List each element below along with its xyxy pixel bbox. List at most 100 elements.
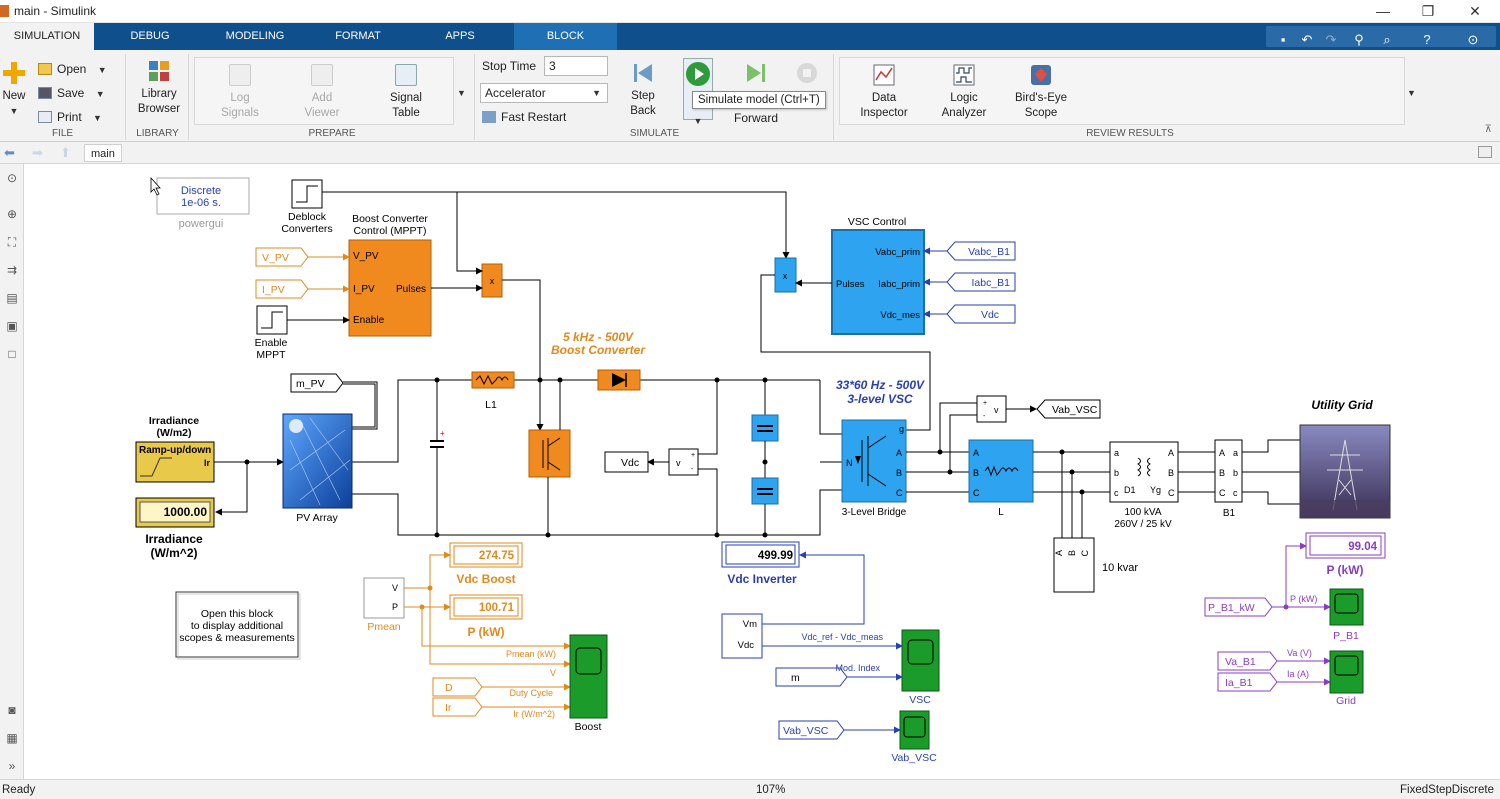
fast-restart-button[interactable]: Fast Restart: [482, 110, 566, 124]
vdc-voltage-measurement[interactable]: [668, 448, 699, 476]
vdc-inverter-value: 499.99: [758, 550, 793, 562]
from-vdc-tag[interactable]: [946, 304, 1016, 324]
tab-block[interactable]: BLOCK: [514, 23, 617, 50]
powergui-block[interactable]: [156, 177, 250, 215]
undo-icon[interactable]: ↶: [1301, 32, 1313, 47]
dc-capacitor-top[interactable]: [751, 414, 779, 442]
add-viewer-button[interactable]: Add Viewer: [292, 64, 352, 121]
transformer-block[interactable]: [1109, 441, 1179, 503]
stop-time-input[interactable]: 3: [544, 56, 608, 76]
from-va-b1-tag[interactable]: [1217, 651, 1278, 671]
tab-simulation[interactable]: SIMULATION: [0, 23, 94, 50]
l-filter-block[interactable]: [968, 439, 1034, 503]
signal-table-button[interactable]: Signal Table: [376, 64, 436, 121]
minimize-button[interactable]: —: [1376, 3, 1390, 19]
from-d-tag[interactable]: [432, 677, 483, 697]
goto-vab-vsc-tag[interactable]: [1036, 399, 1101, 419]
help-tools-icon[interactable]: ⌕: [1383, 32, 1391, 47]
screenshot-icon[interactable]: ◙: [8, 703, 16, 717]
area-icon[interactable]: □: [8, 347, 16, 361]
image-icon[interactable]: ▣: [6, 319, 18, 333]
prepare-gallery-dropdown[interactable]: ▼: [457, 88, 466, 98]
search-icon[interactable]: ⚲: [1354, 32, 1364, 47]
from-m-tag[interactable]: [775, 667, 848, 687]
birds-eye-scope-button[interactable]: Bird's-Eye Scope: [1013, 64, 1069, 121]
breadcrumb[interactable]: main: [84, 144, 122, 162]
back-arrow-icon[interactable]: ⬅: [4, 145, 15, 160]
file-section-label: FILE: [51, 128, 74, 139]
tab-format[interactable]: FORMAT: [335, 30, 381, 42]
tab-apps[interactable]: APPS: [445, 30, 475, 42]
library-icon: [149, 61, 169, 81]
svg-text:v: v: [994, 405, 999, 415]
goto-vdc-tag[interactable]: [604, 451, 649, 473]
stop-button[interactable]: [794, 62, 820, 89]
annotation-icon[interactable]: ▤: [6, 291, 18, 305]
expand-icon[interactable]: »: [8, 759, 16, 773]
mppt-control-block[interactable]: [348, 239, 432, 337]
explorer-bar-icon[interactable]: [1478, 146, 1492, 158]
goto-mpv-tag[interactable]: [290, 373, 344, 393]
close-button[interactable]: ✕: [1469, 3, 1481, 19]
collapse-ribbon-icon[interactable]: ⊼: [1484, 124, 1492, 135]
bridge-port-a: A: [896, 448, 902, 458]
simulation-mode-select[interactable]: Accelerator▼: [480, 83, 608, 103]
three-level-bridge-block[interactable]: [841, 419, 907, 503]
print-button[interactable]: Print ▼: [38, 110, 102, 124]
b1-measurement-block[interactable]: [1214, 439, 1243, 503]
from-vpv-tag[interactable]: [255, 247, 309, 267]
save-icon[interactable]: ▪: [1280, 32, 1286, 47]
fit-view-icon[interactable]: ⛶: [7, 235, 17, 249]
ribbon-collapse-icon[interactable]: ⊙: [1467, 32, 1479, 47]
model-canvas[interactable]: Discrete 1e-06 s. powergui Deblock Conve…: [25, 164, 1500, 779]
vm-vdc-block[interactable]: [721, 613, 763, 659]
pmean-block[interactable]: [363, 577, 405, 619]
new-button[interactable]: New ▼: [0, 62, 28, 119]
up-arrow-icon[interactable]: ⬆: [60, 145, 71, 160]
irradiance-ramp-block[interactable]: [135, 441, 215, 483]
step-back-button[interactable]: Step Back: [621, 62, 665, 119]
run-button[interactable]: ▼: [683, 58, 713, 126]
tab-debug[interactable]: DEBUG: [130, 30, 170, 42]
hide-show-icon[interactable]: ⊙: [6, 171, 18, 185]
from-ir-tag[interactable]: [432, 697, 483, 717]
redo-icon[interactable]: ↷: [1325, 32, 1337, 47]
help-icon[interactable]: ?: [1423, 32, 1431, 47]
open-measurements-block[interactable]: [175, 591, 299, 658]
boost-igbt-block[interactable]: [528, 429, 571, 478]
signal-duty-label: Duty Cycle: [509, 688, 553, 698]
solver-indicator[interactable]: FixedStepDiscrete: [1400, 784, 1494, 796]
data-inspector-button[interactable]: Data Inspector: [853, 64, 915, 121]
tab-modeling[interactable]: MODELING: [225, 30, 285, 42]
log-signals-button[interactable]: Log Signals: [210, 64, 270, 121]
zoom-icon[interactable]: ⊕: [6, 207, 18, 221]
logic-analyzer-button[interactable]: Logic Analyzer: [933, 64, 995, 121]
simulink-diagram[interactable]: Discrete 1e-06 s. powergui Deblock Conve…: [25, 164, 1500, 779]
open-button[interactable]: Open ▼: [38, 62, 107, 76]
vab-voltage-measurement[interactable]: [976, 395, 1007, 423]
dc-capacitor-bottom[interactable]: [751, 477, 779, 505]
forward-arrow-icon[interactable]: ➡: [32, 145, 43, 160]
restore-button[interactable]: ❐: [1421, 3, 1435, 19]
from-vabc-b1-tag[interactable]: [946, 241, 1016, 261]
status-text: Ready: [2, 784, 36, 796]
boost-scope-block[interactable]: [569, 634, 608, 719]
l1-inductor-block[interactable]: [471, 371, 515, 389]
library-browser-button[interactable]: Library Browser: [131, 60, 187, 117]
file-section: New ▼ Open ▼ Save ▼ Print ▼ FILE: [0, 54, 126, 140]
review-gallery-dropdown[interactable]: ▼: [1407, 88, 1416, 98]
from-vab-vsc-tag[interactable]: [778, 720, 845, 740]
capacitor-bank-block[interactable]: [1053, 537, 1095, 593]
from-iabc-b1-tag[interactable]: [946, 272, 1016, 292]
model-browser-icon[interactable]: ▦: [6, 731, 18, 745]
open-block-line-3: scopes & measurements: [179, 632, 295, 644]
from-ia-b1-tag[interactable]: [1217, 672, 1278, 692]
vsc-control-block[interactable]: [831, 229, 925, 335]
zoom-level[interactable]: 107%: [756, 784, 786, 796]
from-p-b1-kw-tag[interactable]: [1204, 597, 1273, 617]
from-ipv-tag[interactable]: [255, 279, 309, 299]
library-browser-label-2: Browser: [137, 103, 181, 115]
arrow-icon[interactable]: ⇉: [6, 263, 18, 277]
step-forward-button[interactable]: [734, 62, 778, 89]
save-button[interactable]: Save ▼: [38, 86, 105, 100]
